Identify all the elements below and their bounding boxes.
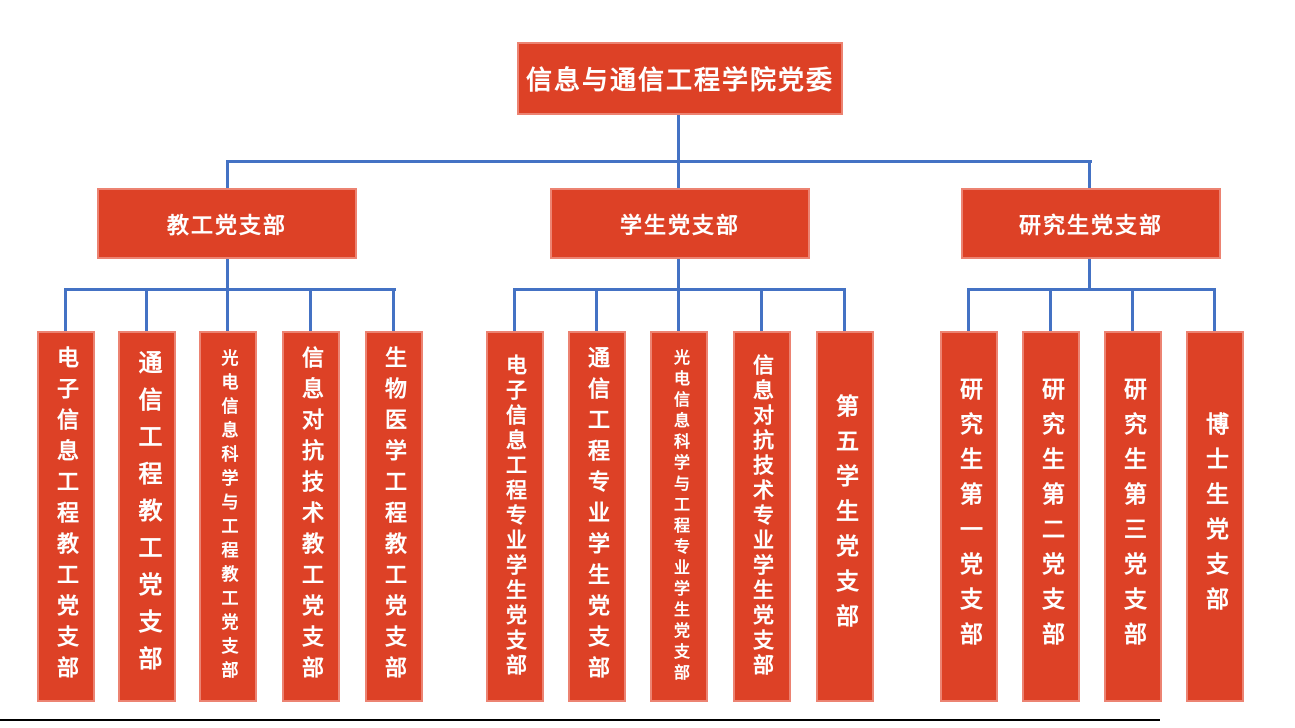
- child-node-label: 研究生第三党支部: [1120, 376, 1147, 657]
- child-node-label: 信息对抗技术教工党支部: [299, 346, 324, 687]
- child-node: 博士生党支部: [1186, 331, 1244, 702]
- child-node: 电子信息工程专业学生党支部: [486, 331, 544, 702]
- child-node: 研究生第一党支部: [940, 331, 998, 702]
- child-node-label: 博士生党支部: [1202, 411, 1229, 622]
- connector-line: [677, 288, 680, 331]
- child-node-label: 研究生第一党支部: [956, 376, 983, 657]
- child-node-label: 生物医学工程教工党支部: [382, 346, 407, 687]
- connector-line: [392, 288, 395, 331]
- page-border-line: [0, 719, 1160, 721]
- connector-line: [64, 288, 67, 331]
- child-node: 研究生第三党支部: [1104, 331, 1162, 702]
- child-node-label: 研究生第二党支部: [1038, 376, 1065, 657]
- child-node: 通信工程教工党支部: [118, 331, 176, 702]
- connector-line: [226, 160, 229, 188]
- connector-line: [595, 288, 598, 331]
- connector-line: [226, 259, 229, 288]
- child-node: 生物医学工程教工党支部: [365, 331, 423, 702]
- connector-line: [309, 288, 312, 331]
- child-node: 通信工程专业学生党支部: [568, 331, 626, 702]
- connector-line: [1131, 288, 1134, 331]
- root-node-label: 信息与通信工程学院党委: [525, 65, 834, 95]
- connector-line: [1088, 160, 1091, 188]
- connector-line: [226, 288, 229, 331]
- child-node-label: 通信工程专业学生党支部: [585, 346, 610, 687]
- connector-line: [1088, 259, 1091, 288]
- child-node-label: 第五学生党支部: [832, 394, 859, 639]
- child-node-label: 光电信息科学与工程专业学生党支部: [671, 348, 688, 685]
- connector-line: [677, 259, 680, 288]
- child-node: 光电信息科学与工程教工党支部: [199, 331, 257, 702]
- branch-node-label: 学生党支部: [619, 212, 740, 238]
- child-node-label: 电子信息工程教工党支部: [54, 346, 79, 687]
- connector-line: [1049, 288, 1052, 331]
- child-node-label: 信息对抗技术专业学生党支部: [750, 354, 774, 679]
- child-node-label: 光电信息科学与工程教工党支部: [218, 348, 238, 685]
- child-node: 信息对抗技术专业学生党支部: [733, 331, 791, 702]
- connector-line: [145, 288, 148, 331]
- connector-line: [843, 288, 846, 331]
- connector-line: [64, 288, 396, 291]
- connector-line: [513, 288, 516, 331]
- child-node: 电子信息工程教工党支部: [37, 331, 95, 702]
- connector-line: [226, 160, 1092, 163]
- child-node: 光电信息科学与工程专业学生党支部: [650, 331, 708, 702]
- child-node-label: 通信工程教工党支部: [134, 350, 161, 683]
- branch-node-student: 学生党支部: [550, 188, 810, 259]
- connector-line: [760, 288, 763, 331]
- connector-line: [677, 115, 680, 188]
- child-node-label: 电子信息工程专业学生党支部: [503, 354, 527, 679]
- connector-line: [967, 288, 970, 331]
- connector-line: [1213, 288, 1216, 331]
- branch-node-label: 教工党支部: [166, 212, 287, 238]
- branch-node-graduate: 研究生党支部: [961, 188, 1221, 259]
- child-node: 信息对抗技术教工党支部: [282, 331, 340, 702]
- child-node: 研究生第二党支部: [1022, 331, 1080, 702]
- connector-line: [967, 288, 1216, 291]
- root-node: 信息与通信工程学院党委: [517, 42, 843, 115]
- branch-node-label: 研究生党支部: [1018, 212, 1163, 238]
- child-node: 第五学生党支部: [816, 331, 874, 702]
- branch-node-faculty: 教工党支部: [97, 188, 357, 259]
